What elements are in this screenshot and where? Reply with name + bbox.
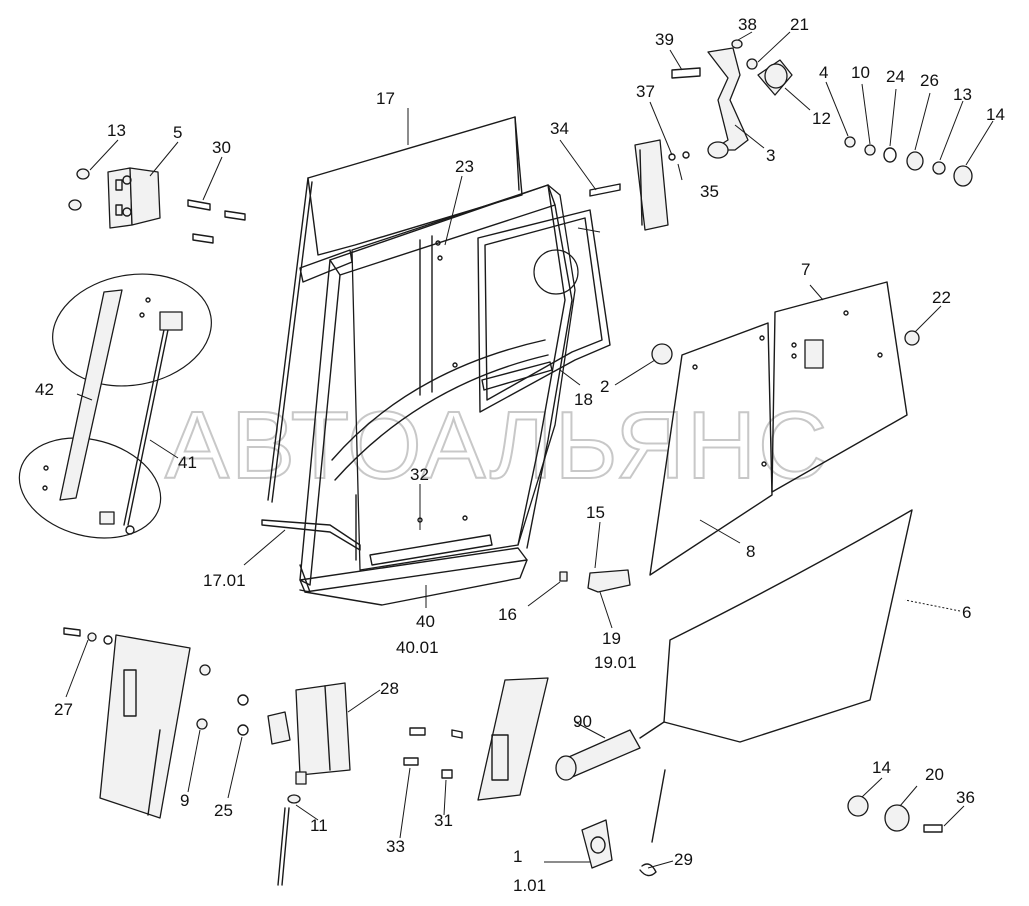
callout-17: 17 [376, 89, 395, 108]
callout-8: 8 [746, 542, 755, 561]
part-36-bolt [923, 824, 943, 833]
callout-25: 25 [214, 801, 233, 820]
part-17-01-seal-strip [261, 519, 361, 551]
part-nut-top [199, 664, 211, 676]
callout-5: 5 [173, 123, 182, 142]
callout-23: 23 [455, 157, 474, 176]
part-34-striker-assembly [589, 139, 690, 231]
callout-2: 2 [600, 377, 609, 396]
callout-11: 11 [310, 816, 328, 835]
part-27-bolt-set [63, 627, 113, 645]
leader-lines [65, 31, 994, 869]
part-22-cap [904, 330, 920, 346]
part-29-cable [639, 769, 666, 877]
callout-1-01: 1.01 [513, 876, 546, 895]
callout-19: 19 [602, 629, 621, 648]
callout-1: 1 [513, 847, 522, 866]
callout-28: 28 [380, 679, 399, 698]
callout-6: 6 [962, 603, 971, 622]
callout-40-01: 40.01 [396, 638, 439, 657]
part-trim-panel [477, 677, 549, 801]
part-10-washer [864, 144, 876, 156]
callout-10: 10 [851, 63, 870, 82]
part-24-ring [883, 147, 897, 163]
callout-42: 42 [35, 380, 54, 399]
callout-17-01: 17.01 [203, 571, 246, 590]
part-12-roller [757, 59, 793, 96]
part-3-lever [707, 47, 749, 159]
callout-34: 34 [550, 119, 569, 138]
part-13-bushing-left [68, 168, 90, 211]
part-30-bolts [187, 199, 246, 244]
part-18-window-frame [477, 209, 611, 413]
callout-4: 4 [819, 63, 828, 82]
part-13-bushing-right [932, 161, 946, 175]
callout-12: 12 [812, 109, 831, 128]
callout-29: 29 [674, 850, 693, 869]
part-2-roller [651, 343, 673, 365]
callout-32: 32 [410, 465, 429, 484]
part-5-hinge [107, 167, 161, 229]
callout-38: 38 [738, 15, 757, 34]
part-28-lock-housing [267, 682, 351, 785]
part-1-handle-bracket [581, 819, 613, 869]
part-9-nut [196, 718, 208, 730]
callout-16: 16 [498, 605, 517, 624]
callout-36: 36 [956, 788, 975, 807]
callout-40: 40 [416, 612, 435, 631]
part-31-33-screws [403, 727, 463, 779]
callout-33: 33 [386, 837, 405, 856]
part-90-tube [555, 721, 665, 781]
callout-14-bottom: 14 [872, 758, 891, 777]
callout-14-right: 14 [986, 105, 1005, 124]
callout-26: 26 [920, 71, 939, 90]
part-42-41-detail [18, 273, 212, 539]
part-25-washer [237, 724, 249, 736]
callout-7: 7 [801, 260, 810, 279]
callout-3: 3 [766, 146, 775, 165]
part-14-bushing-bottom [847, 795, 869, 817]
callout-24: 24 [886, 67, 905, 86]
part-38-washer [731, 39, 743, 49]
part-door-cover-panel [99, 634, 191, 819]
part-7-glass [771, 281, 908, 493]
callout-18: 18 [574, 390, 593, 409]
part-39-bolt [671, 67, 701, 79]
part-17-door-seal [267, 116, 523, 503]
part-6-glass [663, 509, 913, 743]
callout-15: 15 [586, 503, 605, 522]
part-11-rod [277, 794, 301, 886]
callout-37: 37 [636, 82, 655, 101]
callout-13-right: 13 [953, 85, 972, 104]
callout-22: 22 [932, 288, 951, 307]
part-40-door-frame [299, 184, 576, 606]
part-20-roller [884, 804, 910, 832]
part-26-bearing [906, 151, 924, 171]
part-4-washer [844, 136, 856, 148]
callout-19-01: 19.01 [594, 653, 637, 672]
part-14-bushing-right [953, 165, 973, 187]
callout-13-left: 13 [107, 121, 126, 140]
callout-20: 20 [925, 765, 944, 784]
callout-27: 27 [54, 700, 73, 719]
callout-31: 31 [434, 811, 453, 830]
callout-labels: 17 23 13 5 30 42 41 34 37 35 39 38 21 12… [35, 15, 1005, 895]
callout-39: 39 [655, 30, 674, 49]
part-21-nut [746, 58, 758, 70]
callout-35: 35 [700, 182, 719, 201]
callout-41: 41 [178, 453, 197, 472]
callout-30: 30 [212, 138, 231, 157]
part-washer-top [237, 694, 249, 706]
part-8-glass [649, 322, 773, 576]
part-19-latch [559, 569, 631, 593]
callout-90: 90 [573, 712, 592, 731]
callout-21: 21 [790, 15, 809, 34]
callout-9: 9 [180, 791, 189, 810]
